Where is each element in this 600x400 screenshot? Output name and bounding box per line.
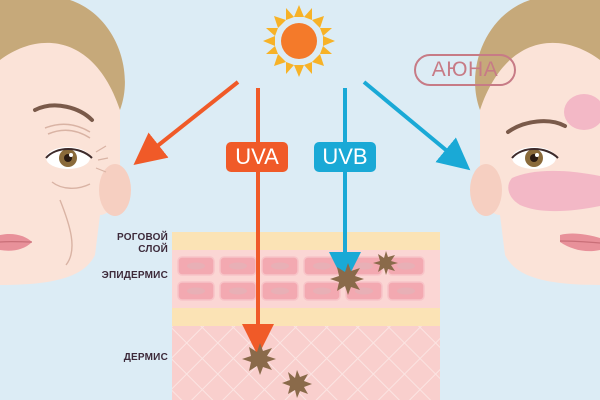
uvb-label: UVB [314,142,376,172]
damage-spot-icon [242,343,276,375]
left-face [0,0,131,285]
uvb-ray-to-face-arrow-icon [362,80,471,171]
left-ear [99,164,131,216]
pigment-spot-forehead [564,94,600,130]
right-eyebrow [506,119,567,134]
left-lips [0,233,32,251]
brand-logo: АЮНА [414,54,516,86]
epidermis-label: ЭПИДЕРМИС [101,270,168,281]
sun-icon [263,5,335,77]
dermis-layer [172,326,440,400]
stratum-corneum-label: РОГОВОЙ СЛОЙ [98,232,168,256]
right-lips [560,233,600,252]
damage-spot-icon [330,263,364,295]
stratum-corneum-layer [172,232,440,250]
pigment-spot-cheek [508,170,600,212]
damage-spot-icon [373,251,398,275]
dermis-label: ДЕРМИС [123,352,168,363]
left-eyebrow [33,103,94,122]
stratum-corneum-label-line2: СЛОЙ [138,244,168,255]
stratum-corneum-label-line1: РОГОВОЙ [117,232,168,243]
skin-cross-section [172,232,440,400]
damage-spots [242,251,398,398]
damage-spot-icon [282,370,312,398]
uva-ray-to-face-arrow-icon [133,80,240,165]
basement-layer [172,308,440,326]
right-face [470,0,600,285]
uva-label: UVA [226,142,288,172]
right-ear [470,164,502,216]
uv-rays [133,80,471,356]
